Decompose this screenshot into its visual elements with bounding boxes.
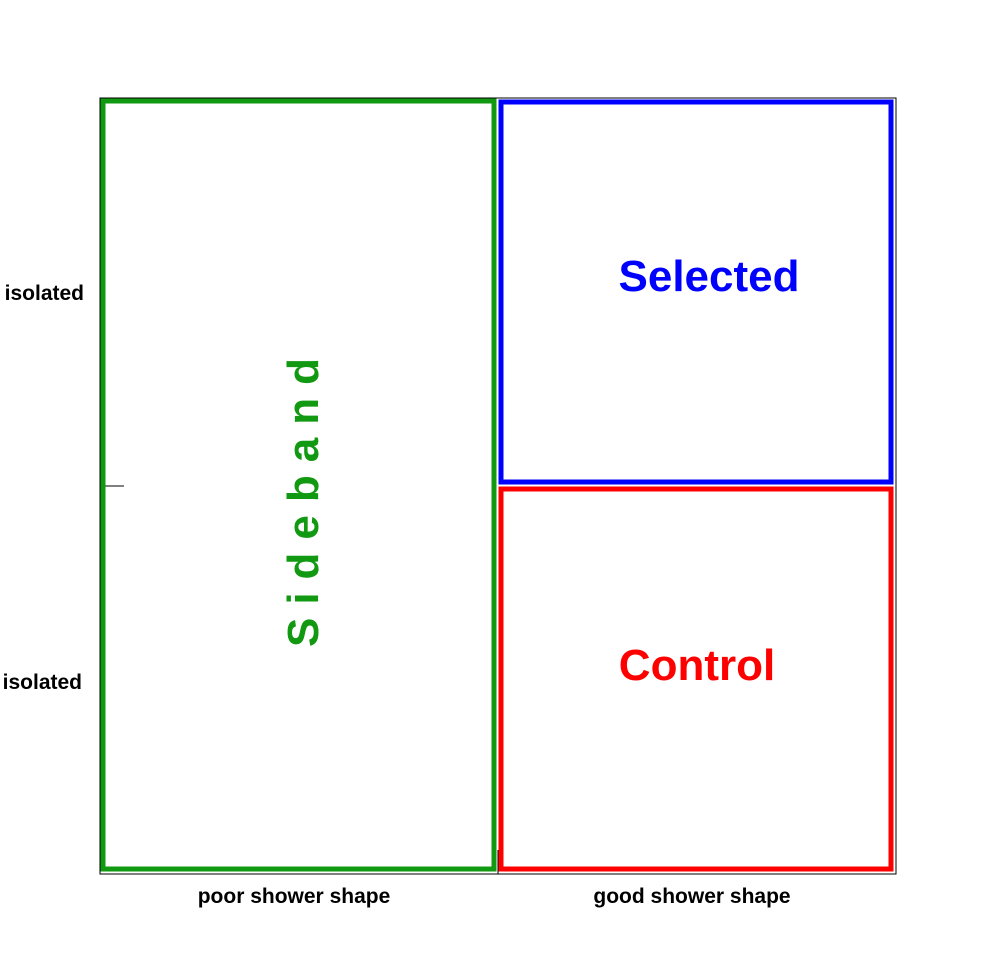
x-label-right: good shower shape (593, 885, 790, 908)
selected-label: Selected (619, 252, 800, 301)
x-label-left: poor shower shape (198, 885, 391, 908)
y-label-bottom: isolated (3, 671, 82, 694)
control-label: Control (619, 641, 775, 690)
sideband-label: Sideband (279, 345, 328, 647)
y-label-top: isolated (5, 282, 84, 305)
selected-region-box (498, 99, 894, 485)
control-region-box (498, 486, 894, 872)
plot-frame (99, 97, 897, 875)
sideband-region-box (100, 98, 497, 872)
